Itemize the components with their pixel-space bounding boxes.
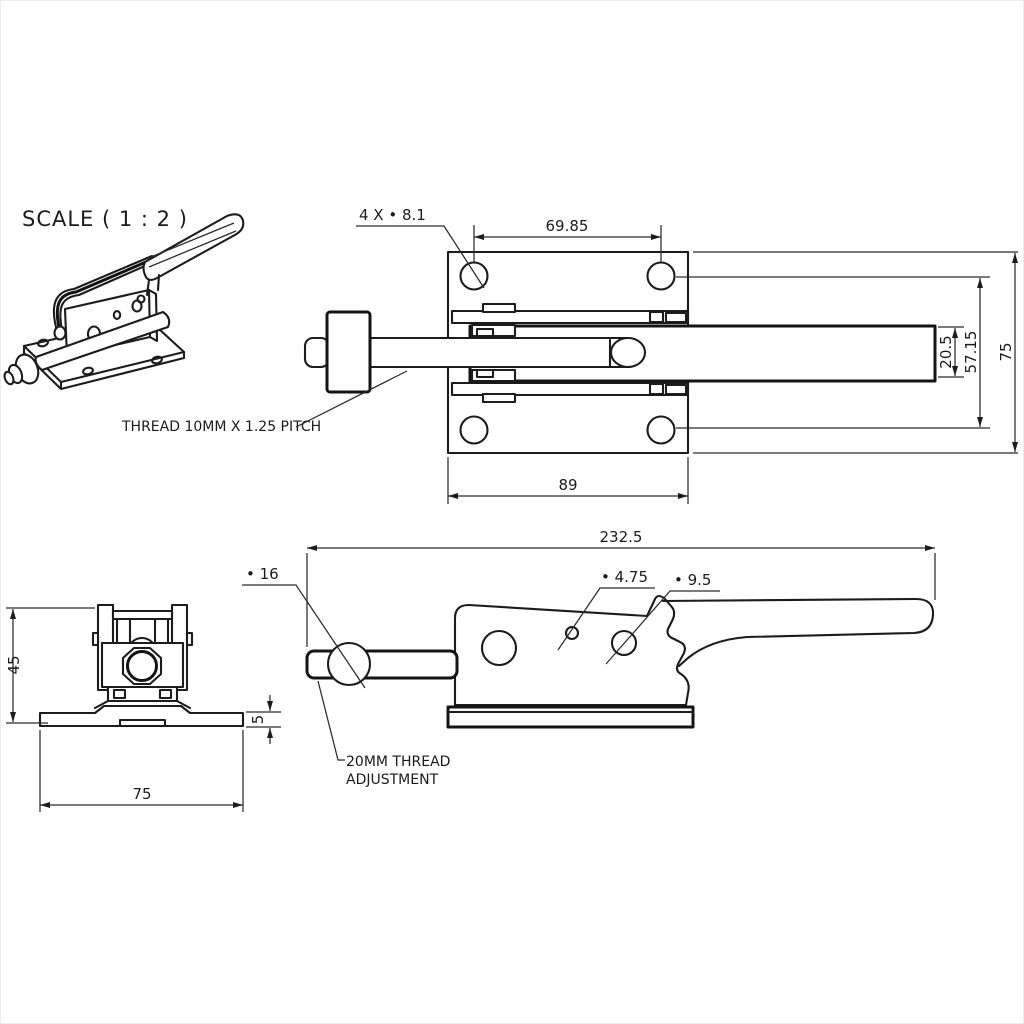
top-holes-callout: 4 X • 8.1 [356,206,485,289]
front-view: 45 5 75 [5,603,281,812]
iso-mounting-hole [151,355,163,365]
iso-body-hole [112,310,122,320]
dim-69-85: 69.85 [473,217,662,262]
iso-knob-stub [3,370,15,386]
dim-overall-height: 45 [5,655,23,674]
dim-plate-height: 75 [997,342,1015,361]
dim-base-thickness: 5 [249,715,267,725]
top-mounting-holes [459,261,676,445]
top-clevis [470,323,517,383]
callout-dia-16: • 16 [242,565,366,689]
iso-link-hole [136,294,146,304]
top-threaded-rod [368,336,647,369]
dim-hole-spacing-h: 69.85 [546,217,589,235]
dim-232-5: 232.5 [306,528,936,647]
side-rod [305,641,459,687]
front-body [100,641,185,689]
callout-dia-9-5: • 9.5 [605,571,720,665]
side-small-hole [564,625,580,641]
top-mechanism [450,302,690,404]
side-large-hole [480,629,518,667]
iso-latch-strap [52,254,156,341]
side-body [453,594,690,707]
front-foot [93,685,192,710]
top-view: 4 X • 8.1 69.85 20.5 57.15 75 [121,206,1018,504]
iso-rod [3,310,171,386]
iso-handle [136,213,245,304]
thread-note: THREAD 10MM X 1.25 PITCH [121,419,321,435]
dim-hole-spacing-v: 57.15 [962,331,980,374]
isometric-view: SCALE ( 1 : 2 ) [3,207,245,391]
dim-overall-length: 232.5 [600,528,643,546]
dim-45: 45 [5,607,95,724]
iso-mounting-hole [82,366,94,376]
dim-base-width: 75 [132,785,151,803]
iso-mounting-hole [37,338,49,348]
dim-right-stack: 20.5 57.15 75 [676,251,1018,454]
adjustment-note-callout: 20MM THREAD ADJUSTMENT [317,680,450,788]
dim-bar-width: 20.5 [937,335,955,368]
side-handle [661,597,935,668]
front-rod-hole [126,650,158,682]
side-view: 232.5 • 16 • 4.75 • 9.5 20MM THREAD ADJU… [242,528,936,788]
scale-label: SCALE ( 1 : 2 ) [22,207,188,231]
dim-89: 89 [447,457,689,504]
adjustment-note-line1: 20MM THREAD [346,754,450,770]
adjustment-note-line2: ADJUSTMENT [346,772,439,788]
callout-dia-4-75: • 4.75 [557,568,655,651]
holes-diameter-label: 4 X • 8.1 [359,206,426,224]
side-base-plate [446,705,695,729]
rod-diameter-label: • 16 [246,565,279,583]
thread-note-callout: THREAD 10MM X 1.25 PITCH [121,370,408,435]
dim-plate-width: 89 [558,476,577,494]
top-knob-block [303,310,372,394]
dim-5: 5 [246,695,281,744]
iso-pivot-boss [53,325,67,341]
pivot-hole-diameter-label: • 9.5 [674,571,711,589]
dim-75-front: 75 [39,730,244,812]
front-base-plate [38,704,245,728]
small-hole-diameter-label: • 4.75 [601,568,648,586]
